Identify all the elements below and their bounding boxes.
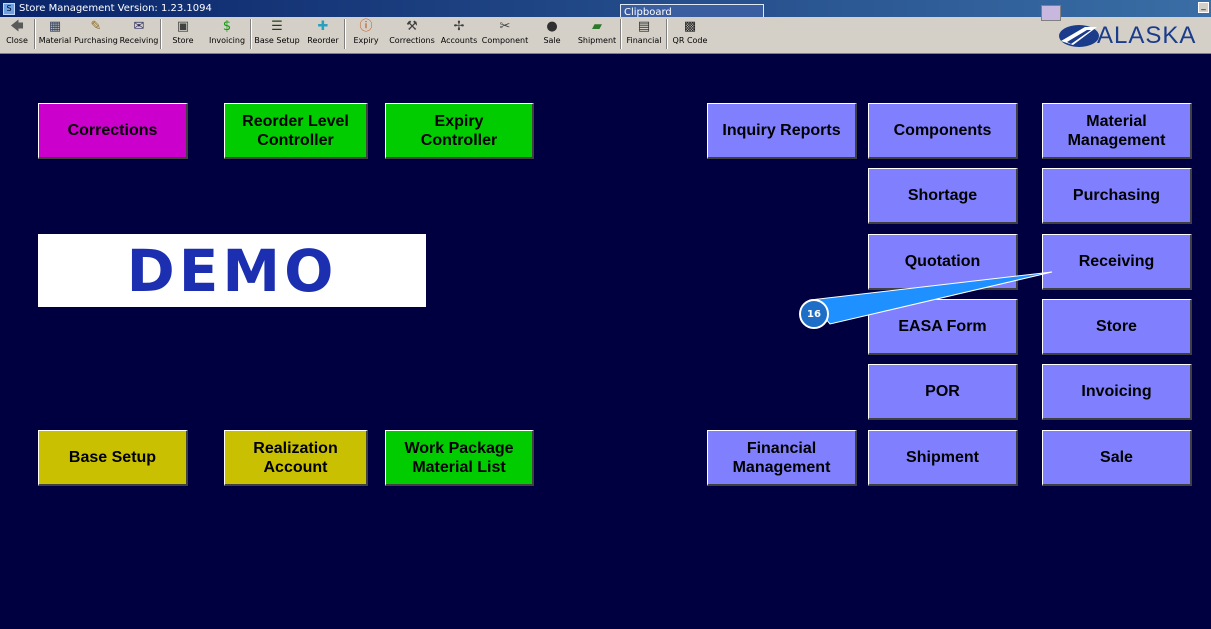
clipboard-icon[interactable] — [1041, 5, 1061, 21]
shortage-button[interactable]: Shortage — [868, 168, 1018, 224]
toolbar-separator — [344, 19, 346, 49]
reorder-level-controller-button[interactable]: Reorder Level Controller — [224, 103, 368, 159]
toolbar-store-button[interactable]: ▣ Store — [162, 17, 204, 51]
demo-watermark: DEMO — [38, 234, 426, 307]
toolbar-separator — [620, 19, 622, 49]
toolbar-sale-button[interactable]: ● Sale — [530, 17, 574, 51]
close-icon: 🡄 — [10, 19, 24, 34]
invoicing-button[interactable]: Invoicing — [1042, 364, 1192, 420]
toolbar-label: Purchasing — [74, 36, 118, 45]
quotation-button[interactable]: Quotation — [868, 234, 1018, 290]
reorder-icon: ✚ — [317, 19, 329, 34]
toolbar: 🡄 Close ▦ Material ✎ Purchasing ✉ Receiving ▣ Sto… — [0, 17, 1211, 54]
inquiry-reports-button[interactable]: Inquiry Reports — [707, 103, 857, 159]
invoicing-icon: $ — [222, 19, 232, 34]
title-bar: S Store Management Version: 1.23.1094 — [0, 0, 1211, 17]
easa-form-button[interactable]: EASA Form — [868, 299, 1018, 355]
purchasing-button[interactable]: Purchasing — [1042, 168, 1192, 224]
toolbar-corrections-button[interactable]: ⚒ Corrections — [386, 17, 438, 51]
expiry-controller-button[interactable]: Expiry Controller — [385, 103, 534, 159]
window-title: Store Management Version: 1.23.1094 — [19, 3, 212, 14]
toolbar-label: Accounts — [440, 36, 478, 45]
corrections-button[interactable]: Corrections — [38, 103, 188, 159]
toolbar-label: Receiving — [119, 36, 159, 45]
toolbar-label: Expiry — [353, 36, 379, 45]
components-button[interactable]: Components — [868, 103, 1018, 159]
toolbar-shipment-button[interactable]: ▰ Shipment — [574, 17, 620, 51]
company-logo: ALASKA — [1041, 17, 1211, 54]
callout-number-badge: 16 — [799, 299, 829, 329]
store-button[interactable]: Store — [1042, 299, 1192, 355]
app-icon: S — [3, 2, 15, 15]
receiving-button[interactable]: Receiving — [1042, 234, 1192, 290]
toolbar-label: Close — [6, 36, 28, 45]
por-button[interactable]: POR — [868, 364, 1018, 420]
toolbar-separator — [250, 19, 252, 49]
toolbar-separator — [666, 19, 668, 49]
toolbar-material-button[interactable]: ▦ Material — [36, 17, 74, 51]
toolbar-label: QR Code — [672, 36, 708, 45]
toolbar-label: Store — [172, 36, 194, 45]
toolbar-accounts-button[interactable]: ✢ Accounts — [438, 17, 480, 51]
demo-text: DEMO — [126, 236, 338, 305]
expiry-icon: ⓘ — [359, 19, 373, 34]
toolbar-label: Financial — [626, 36, 662, 45]
sale-button[interactable]: Sale — [1042, 430, 1192, 486]
toolbar-receiving-button[interactable]: ✉ Receiving — [118, 17, 160, 51]
financial-icon: ▤ — [637, 19, 651, 34]
base-setup-icon: ☰ — [271, 19, 283, 34]
toolbar-invoicing-button[interactable]: $ Invoicing — [204, 17, 250, 51]
realization-account-button[interactable]: Realization Account — [224, 430, 368, 486]
toolbar-base-setup-button[interactable]: ☰ Base Setup — [252, 17, 302, 51]
purchasing-icon: ✎ — [90, 19, 102, 34]
toolbar-purchasing-button[interactable]: ✎ Purchasing — [74, 17, 118, 51]
toolbar-close-button[interactable]: 🡄 Close — [0, 17, 34, 51]
qr-code-icon: ▩ — [683, 19, 697, 34]
logo-text: ALASKA — [1097, 21, 1197, 49]
material-management-button[interactable]: Material Management — [1042, 103, 1192, 159]
work-package-material-list-button[interactable]: Work Package Material List — [385, 430, 534, 486]
toolbar-separator — [160, 19, 162, 49]
shipment-button[interactable]: Shipment — [868, 430, 1018, 486]
toolbar-financial-button[interactable]: ▤ Financial — [622, 17, 666, 51]
shipment-icon: ▰ — [592, 19, 602, 34]
toolbar-qr-code-button[interactable]: ▩ QR Code — [668, 17, 712, 51]
corrections-icon: ⚒ — [406, 19, 418, 34]
financial-management-button[interactable]: Financial Management — [707, 430, 857, 486]
toolbar-separator — [34, 19, 36, 49]
toolbar-label: Base Setup — [254, 36, 300, 45]
toolbar-label: Sale — [543, 36, 561, 45]
toolbar-label: Material — [38, 36, 72, 45]
toolbar-reorder-button[interactable]: ✚ Reorder — [302, 17, 344, 51]
accounts-icon: ✢ — [453, 19, 465, 34]
toolbar-label: Invoicing — [208, 36, 246, 45]
toolbar-label: Shipment — [577, 36, 617, 45]
toolbar-component-button[interactable]: ✂ Component — [480, 17, 530, 51]
store-icon: ▣ — [176, 19, 190, 34]
sale-icon: ● — [546, 19, 558, 34]
minimize-button[interactable]: _ — [1198, 2, 1209, 13]
toolbar-label: Corrections — [389, 36, 435, 45]
receiving-icon: ✉ — [133, 19, 145, 34]
material-icon: ▦ — [48, 19, 62, 34]
toolbar-label: Component — [481, 36, 529, 45]
toolbar-label: Reorder — [307, 36, 339, 45]
component-icon: ✂ — [499, 19, 511, 34]
airline-swoosh-icon — [1059, 24, 1099, 47]
base-setup-button[interactable]: Base Setup — [38, 430, 188, 486]
